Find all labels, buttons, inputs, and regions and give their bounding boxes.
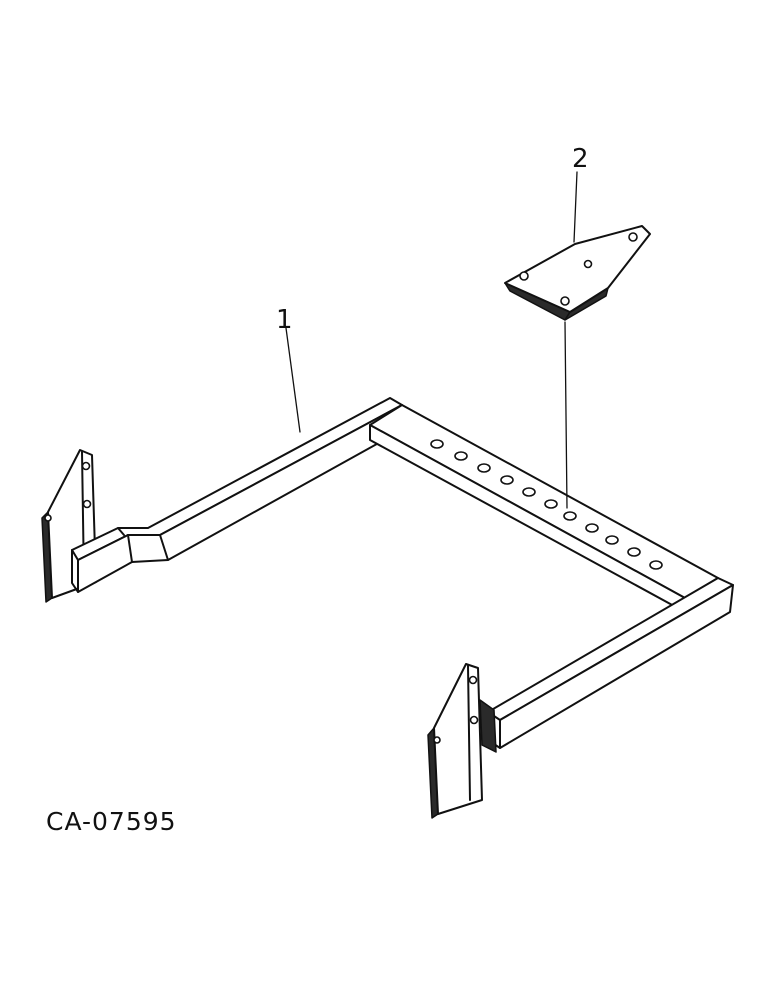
leader-line-1 [285, 327, 301, 433]
leader-line-plate [564, 321, 568, 509]
cross-bar-holes [430, 439, 663, 570]
callout-1: 1 [276, 305, 293, 335]
figure-code: CA-07595 [46, 807, 177, 836]
leader-line-2 [573, 171, 578, 243]
right-bracket [427, 663, 497, 819]
right-arm [487, 577, 734, 749]
mounting-plate [504, 225, 651, 321]
left-arm [71, 397, 403, 593]
callout-2: 2 [572, 144, 589, 174]
cross-bar [369, 404, 719, 613]
frame-assembly [41, 397, 734, 819]
